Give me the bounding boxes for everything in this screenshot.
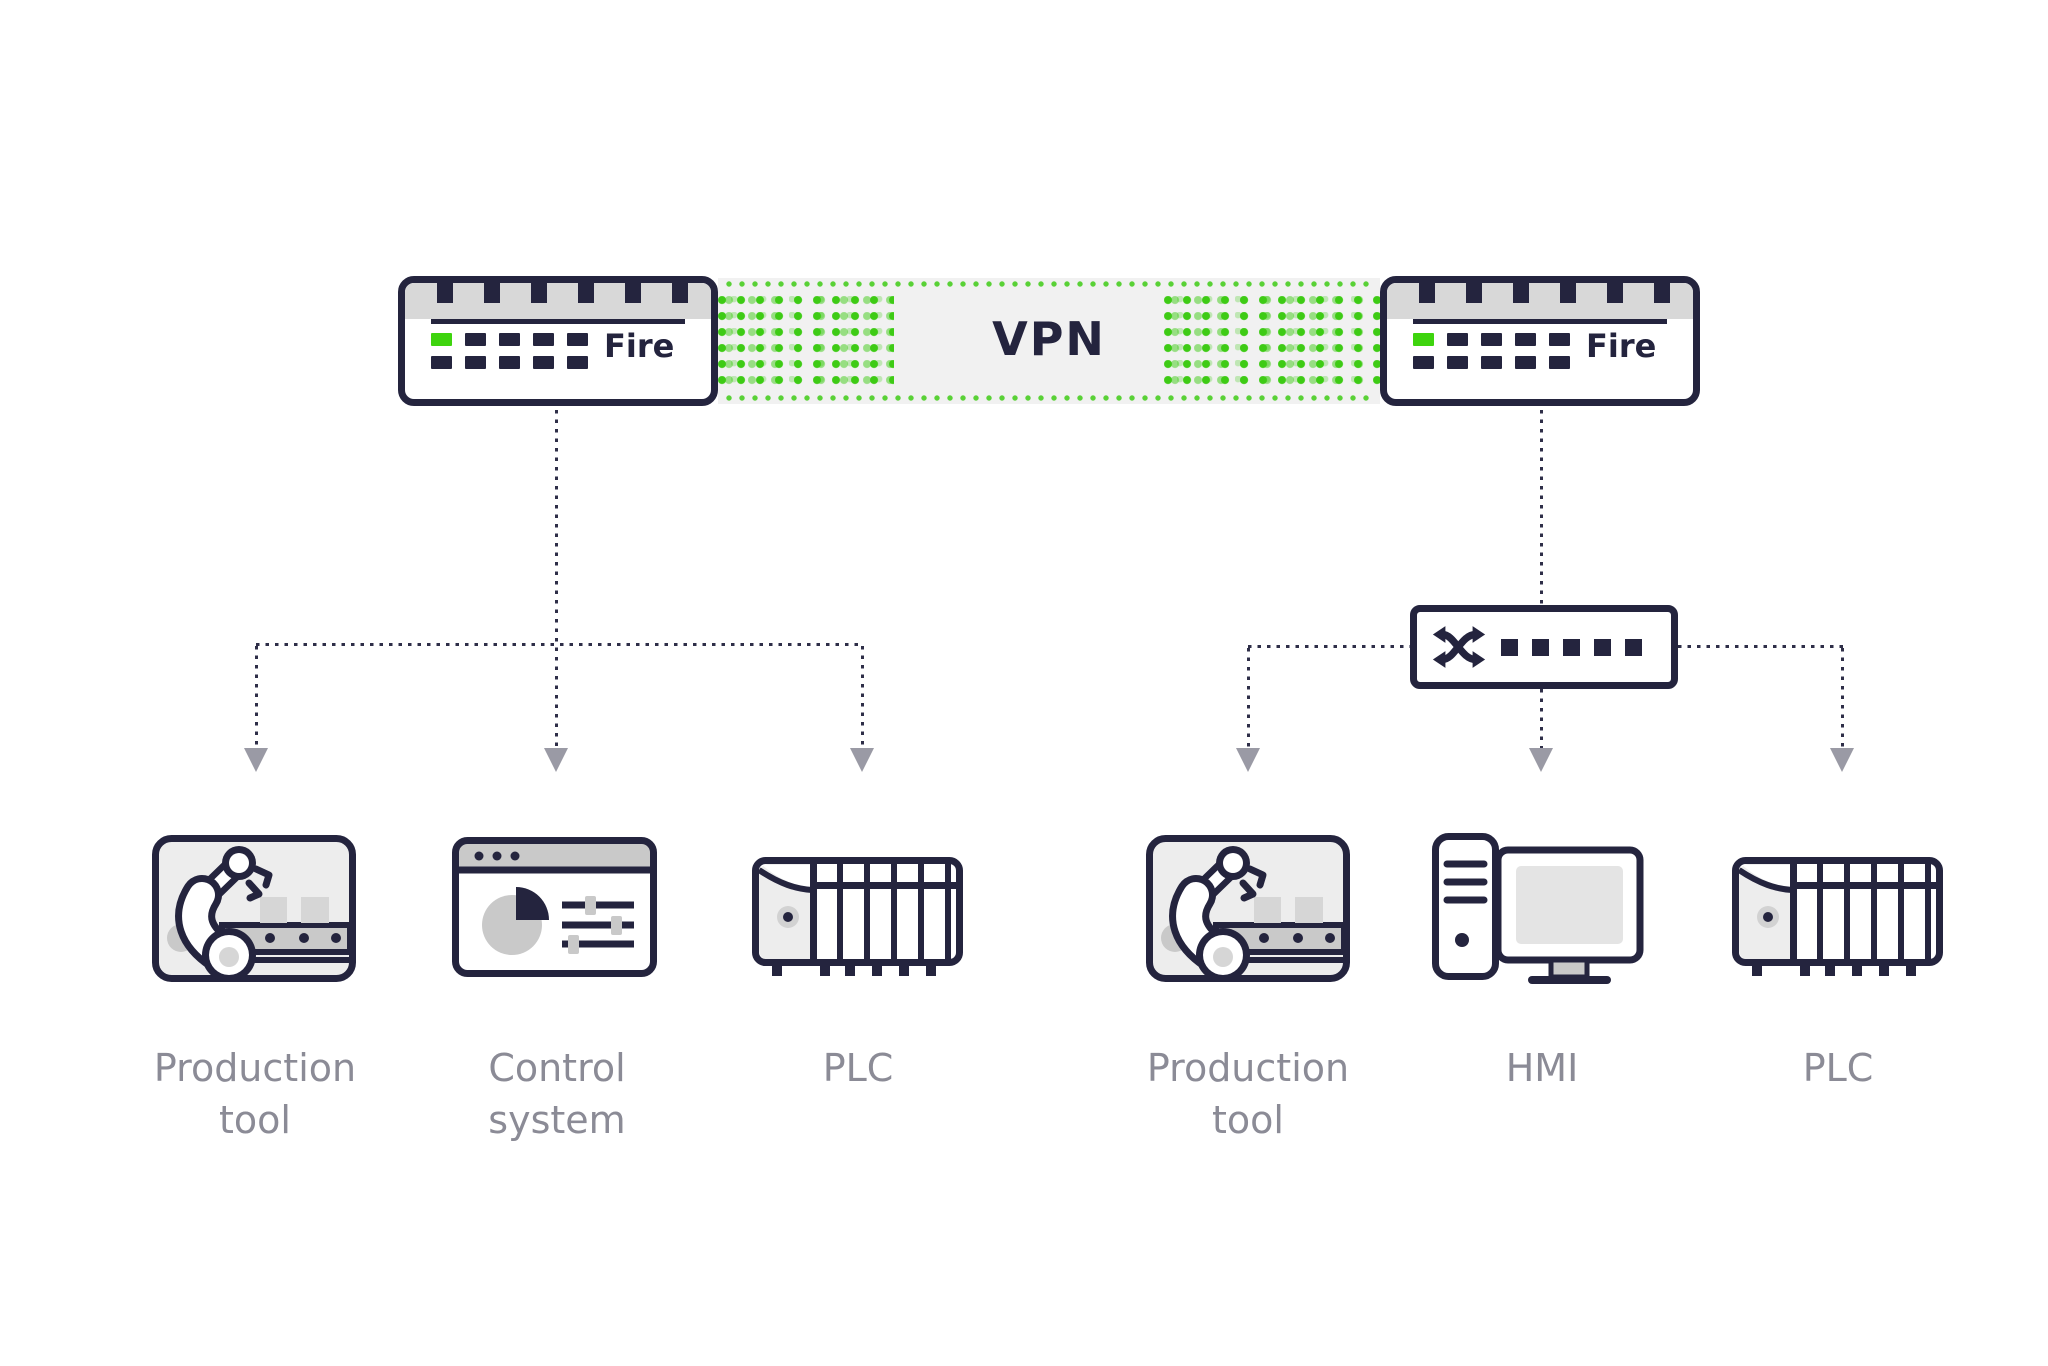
connector-to-hmi [1540,689,1543,748]
led [499,333,520,346]
vpn-dots-row-top [726,281,1372,287]
firewall-divider [431,319,685,324]
led [1549,333,1570,346]
led-on [431,333,452,346]
connector-to-production-right [1247,648,1250,748]
firewall-vent-strip [1387,283,1693,319]
led [533,356,554,369]
arrowhead [1830,748,1854,772]
device-label-production-tool-left: Production tool [153,1046,357,1142]
connector-to-plc-left [861,646,864,748]
vent-notch [672,283,688,303]
device-label-control-system: Control system [488,1046,626,1142]
firewall-leds [431,333,588,369]
device-label-production-tool-right: Production tool [1146,1046,1350,1142]
firewall-label: Fire [1586,327,1657,365]
firewall-left: Fire [398,276,718,406]
led [1447,356,1468,369]
led [567,333,588,346]
vent-notch [578,283,594,303]
led [1481,356,1502,369]
switch-port [1625,639,1642,656]
robot-arm-icon [1146,835,1350,983]
arrowhead [1529,748,1553,772]
connector-fwleft-branch-bar [256,643,864,646]
network-switch [1410,605,1678,689]
vent-notch [1654,283,1670,303]
arrowhead [544,748,568,772]
device-label-hmi: HMI [1505,1046,1579,1090]
connector-switch-right-bar [1678,645,1843,648]
device-label-plc-left: PLC [822,1046,894,1090]
switch-ports [1501,639,1642,656]
arrowhead [850,748,874,772]
vent-notch [531,283,547,303]
vpn-dots-row-bottom [726,395,1372,401]
plc-icon [752,857,963,979]
firewall-leds [1413,333,1570,369]
hmi-icon [1432,833,1644,984]
vent-notch [1560,283,1576,303]
vent-notch [625,283,641,303]
led [533,333,554,346]
firewall-vent-strip [405,283,711,319]
led [465,333,486,346]
led [431,356,452,369]
connector-switch-left-bar [1248,645,1410,648]
connector-fwright-to-switch [1540,410,1543,607]
vpn-tunnel: VPN [718,278,1380,404]
led [567,356,588,369]
led [1413,356,1434,369]
led [1549,356,1570,369]
vent-notch [484,283,500,303]
firewall-divider [1413,319,1667,324]
switch-port [1563,639,1580,656]
led-on [1413,333,1434,346]
robot-arm-icon [152,835,356,983]
arrowhead [1236,748,1260,772]
shuffle-icon [1432,626,1486,668]
led [1515,356,1536,369]
switch-port [1594,639,1611,656]
vent-notch [1419,283,1435,303]
control-system-icon [452,837,657,977]
switch-port [1501,639,1518,656]
device-label-plc-right: PLC [1802,1046,1874,1090]
vent-notch [1466,283,1482,303]
switch-port [1532,639,1549,656]
vpn-label: VPN [992,312,1106,366]
vpn-dots-cluster-right [1164,294,1380,388]
vent-notch [1513,283,1529,303]
led [499,356,520,369]
firewall-label: Fire [604,327,675,365]
vent-notch [1607,283,1623,303]
plc-icon [1732,857,1943,979]
arrowhead [244,748,268,772]
connector-to-plc-right [1841,648,1844,748]
connector-to-production-left [255,646,258,748]
led [465,356,486,369]
connector-fwleft-trunk [555,410,558,748]
led [1481,333,1502,346]
firewall-right: Fire [1380,276,1700,406]
vent-notch [437,283,453,303]
led [1515,333,1536,346]
vpn-dots-cluster-left [718,294,894,388]
led [1447,333,1468,346]
